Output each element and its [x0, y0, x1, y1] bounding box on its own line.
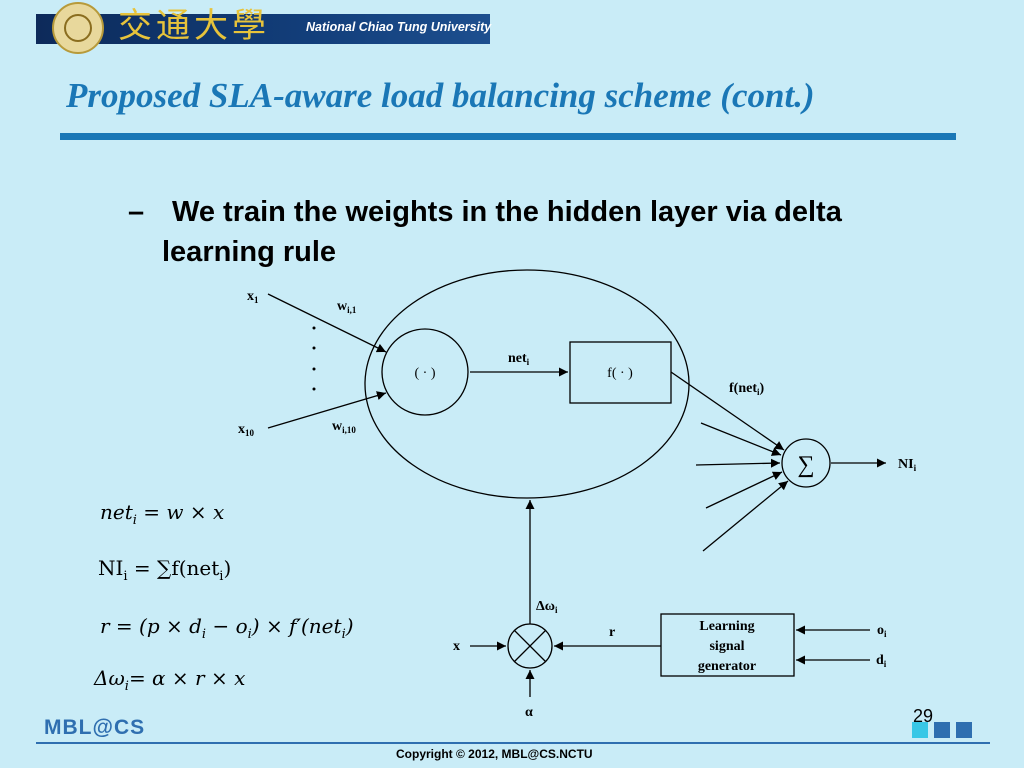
label-x: x [453, 639, 460, 654]
hidden-layer-ellipse [364, 269, 690, 499]
equation-ni: NIi = ∑f(neti) [98, 556, 232, 584]
page-number: 29 [913, 706, 934, 726]
label-net: neti [508, 351, 530, 367]
label-dot-node: ( · ) [415, 366, 436, 381]
equation-delta-omega: Δωi= α × r × x [94, 666, 246, 694]
university-name-en: National Chiao Tung University [306, 20, 492, 34]
university-name-cjk: 交通大學 [118, 6, 270, 46]
copyright-text: Copyright © 2012, MBL@CS.NCTU [396, 747, 593, 761]
equation-net: neti = w × x [100, 500, 225, 528]
label-sum: ∑ [797, 452, 814, 478]
label-x1: x1 [247, 289, 259, 305]
bullet-text: We train the weights in the hidden layer… [162, 196, 842, 268]
label-r: r [609, 625, 615, 640]
label-x10: x10 [238, 422, 255, 438]
footer-logo: MBL@CS [44, 716, 146, 739]
footer-square-icon [934, 722, 950, 738]
label-o: oi [877, 623, 887, 639]
bullet-item: – We train the weights in the hidden lay… [128, 192, 928, 272]
label-f-node: f( · ) [607, 366, 633, 381]
university-seal-icon [52, 2, 104, 54]
label-lsg-line2: signal [709, 639, 744, 654]
arrow-x10 [267, 391, 387, 429]
sum-node [781, 438, 831, 488]
label-d: di [876, 653, 887, 669]
label-fnet: f(neti) [729, 381, 765, 397]
footer-square-icon [912, 722, 928, 738]
label-w10: wi,10 [332, 419, 356, 435]
footer-square-icon [956, 722, 972, 738]
slide-title: Proposed SLA-aware load balancing scheme… [66, 76, 815, 115]
bullet-dash: – [128, 196, 145, 228]
equation-r: r = (p × di − oi) × f′(neti) [100, 614, 354, 642]
learning-signal-generator-box [660, 613, 795, 677]
label-w1: wi,1 [337, 299, 357, 315]
arrow-x1 [267, 293, 387, 353]
title-rule [60, 133, 956, 140]
label-delta-omega: Δωi [536, 599, 558, 615]
dot-product-node [381, 328, 469, 416]
label-lsg-line1: Learning [699, 619, 754, 634]
label-ni: NIi [898, 457, 917, 473]
footer-rule [36, 742, 990, 744]
label-alpha: α [525, 705, 533, 720]
label-lsg-line3: generator [698, 659, 756, 674]
arrow-fnet [670, 371, 785, 451]
header-banner [36, 14, 490, 44]
